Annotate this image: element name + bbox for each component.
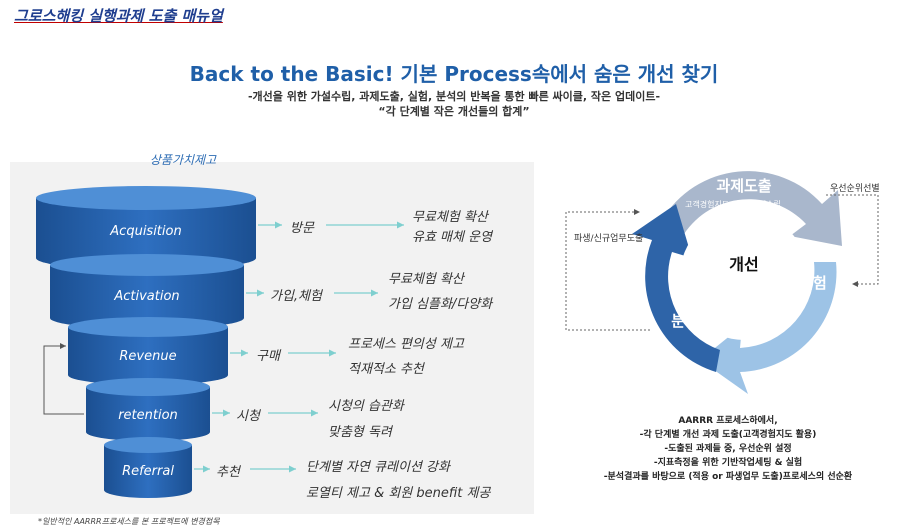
cycle-segment-right [700, 262, 837, 394]
subtitle-2: “각 단계별 작은 개선들의 합계” [378, 105, 530, 118]
stage-label-retention: retention [118, 408, 178, 423]
cycle-label-task-sub: 고객경험지도 작성, 가설수립 [685, 200, 781, 209]
stage-label-activation: Activation [114, 289, 180, 304]
step-label-visit: 방문 [290, 221, 314, 236]
cycle-side-label-priority: 우선순위선별 [830, 184, 880, 194]
stage-label-revenue: Revenue [119, 349, 177, 364]
stage-label-referral: Referral [122, 464, 174, 479]
cycle-right-loop [826, 194, 879, 287]
cycle-segment-left [632, 204, 720, 372]
subtitle-1: -개선을 위한 가설수립, 과제도출, 실험, 분석의 반복을 통한 빠른 싸이… [247, 90, 661, 103]
stage-desc-activation-2: 가입 심플화/다양화 [388, 297, 493, 312]
summary-line-2: -각 단계별 개선 과제 도출(고객경험지도 활용) [639, 430, 817, 440]
stage-desc-acquisition-2: 유효 매체 운영 [412, 230, 493, 245]
panel-label: 상품가치제고 [149, 153, 217, 167]
stage-label-acquisition: Acquisition [110, 224, 182, 239]
stage-desc-revenue-2: 적재적소 추천 [348, 362, 424, 377]
funnel-stage-activation [50, 254, 244, 329]
main-title: Back to the Basic! 기본 Process속에서 숨은 개선 찾… [189, 62, 719, 86]
footnote: *일반적인 AARRR프로세스를 본 프로젝트에 변경접목 [38, 517, 220, 526]
funnel-stage-revenue [68, 317, 228, 385]
summary-line-3: -도출된 과제들 중, 우선순위 설정 [664, 444, 792, 454]
funnel-stage-referral [104, 437, 192, 498]
funnel-stage-retention [86, 378, 210, 441]
page-header-title: 그로스해킹 실행과제 도출 매뉴얼 [14, 7, 223, 25]
step-label-recommend: 추천 [216, 465, 240, 480]
summary-line-4: -지표측정을 위한 기반작업세팅 & 실험 [653, 458, 803, 468]
cycle-center-label: 개선 [729, 255, 759, 274]
funnel-stage-acquisition [36, 186, 256, 270]
summary-line-5: -분석결과를 바탕으로 (적용 or 파생업무 도출)프로세스의 선순환 [603, 472, 853, 482]
stage-desc-revenue-1: 프로세스 편의성 제고 [348, 337, 464, 352]
stage-desc-acquisition-1: 무료체험 확산 [412, 210, 488, 225]
cycle-label-experiment: 실험 [799, 274, 827, 292]
stage-desc-retention-2: 맞춤형 독려 [328, 425, 392, 440]
cycle-left-loop [565, 209, 650, 331]
summary-line-1: AARRR 프로세스하에서, [678, 416, 778, 426]
feedback-loop-line [43, 343, 84, 415]
cycle-segment-top [662, 171, 842, 246]
step-label-purchase: 구매 [256, 349, 280, 364]
step-label-signup: 가입,체험 [270, 289, 322, 304]
stage-desc-retention-1: 시청의 습관화 [328, 399, 404, 414]
step-label-watch: 시청 [236, 409, 260, 424]
cycle-label-task: 과제도출 [716, 177, 772, 195]
stage-desc-referral-2: 로열티 제고 & 회원 benefit 제공 [306, 486, 491, 501]
stage-desc-referral-1: 단계별 자연 큐레이션 강화 [306, 460, 450, 475]
stage-desc-activation-1: 무료체험 확산 [388, 272, 464, 287]
cycle-label-analysis: 분석 [671, 312, 699, 330]
cycle-side-label-derived: 파생/신규업무도출 [574, 234, 644, 244]
improvement-cycle [632, 171, 842, 394]
